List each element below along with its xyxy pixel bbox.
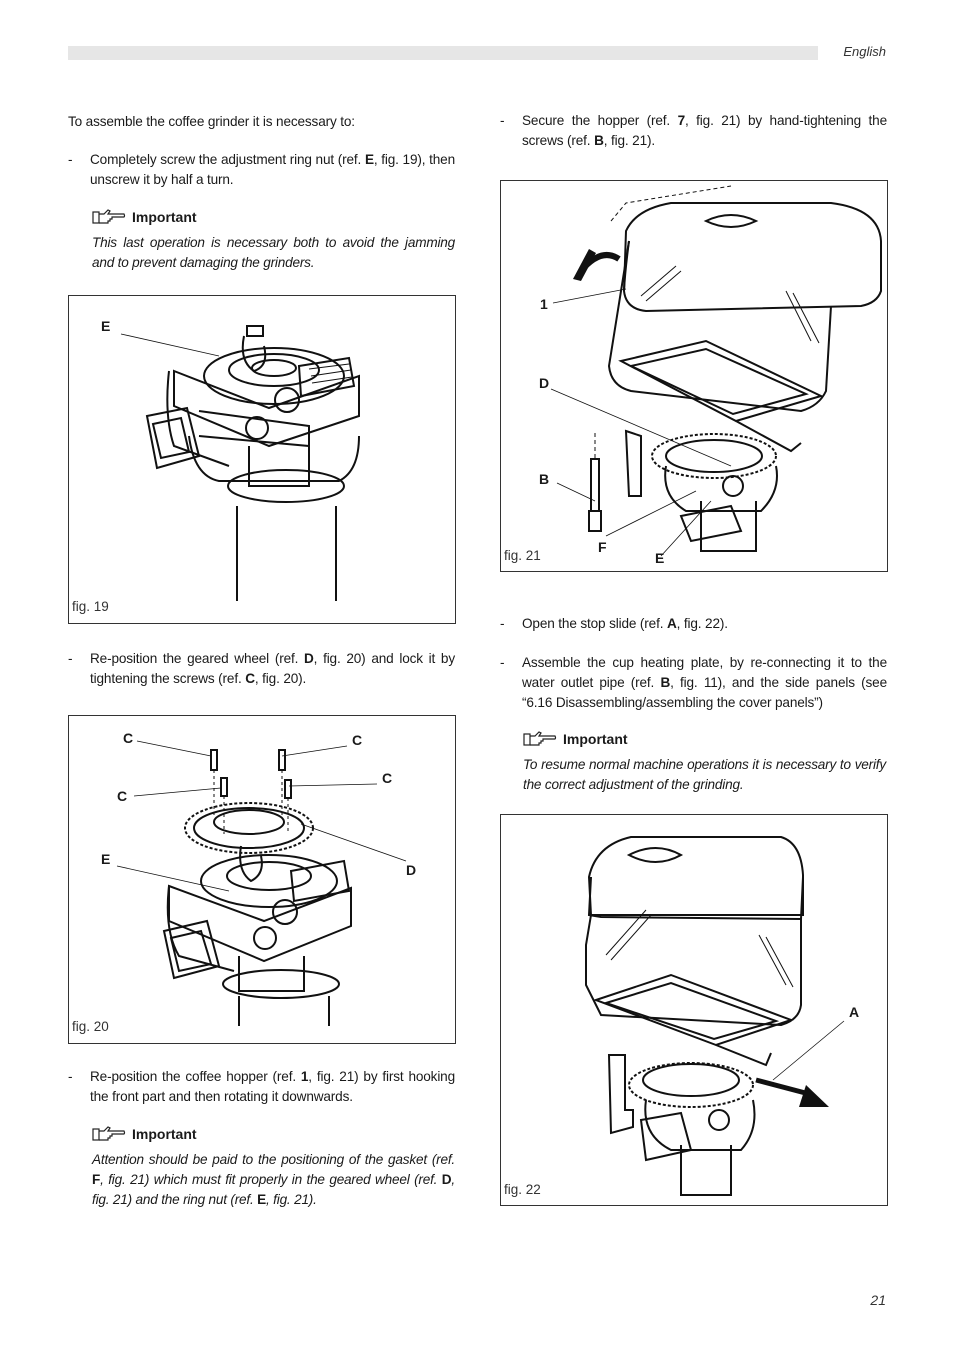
pointing-hand-icon (92, 1126, 126, 1141)
bullet-dash: - (500, 113, 505, 128)
pointing-hand-icon (523, 731, 557, 746)
important-heading: Important (523, 731, 628, 747)
important-heading: Important (92, 209, 197, 225)
callout-b: B (539, 471, 550, 487)
figure-19: E fig. 19 (68, 295, 456, 624)
language-label: English (843, 44, 886, 59)
callout-c-right: C (382, 770, 393, 786)
callout-c-top-right: C (352, 732, 363, 748)
callout-a: A (849, 1004, 860, 1020)
callout-e: E (101, 318, 111, 334)
callout-c-left: C (117, 788, 128, 804)
important-heading: Important (92, 1126, 197, 1142)
step-reposition-hopper: - Re-position the coffee hopper (ref. 1,… (68, 1069, 456, 1104)
important-note-gasket: Attention should be paid to the position… (92, 1152, 455, 1207)
step-reposition-geared-wheel: - Re-position the geared wheel (ref. D, … (68, 651, 455, 686)
step-open-stop-slide: - Open the stop slide (ref. A, fig. 22). (500, 614, 887, 634)
bullet-dash: - (68, 1069, 73, 1084)
figure-22: A fig. 22 (500, 814, 888, 1206)
bullet-dash: - (500, 616, 505, 631)
figure-22-label: fig. 22 (504, 1182, 541, 1197)
header-bar (68, 46, 818, 60)
callout-e: E (101, 851, 111, 867)
callout-d: D (539, 375, 550, 391)
bullet-dash: - (500, 655, 505, 670)
callout-f: F (598, 539, 607, 555)
figure-19-label: fig. 19 (72, 599, 109, 614)
stop-slide-illustration (585, 836, 845, 1196)
bullet-dash: - (68, 152, 73, 167)
step-assemble-cup-heating-plate: - Assemble the cup heating plate, by re-… (500, 655, 887, 710)
important-note-jamming: This last operation is necessary both to… (92, 235, 455, 270)
callout-1: 1 (540, 296, 548, 312)
hopper-assembly-illustration (550, 185, 882, 557)
pointing-hand-icon (92, 209, 126, 224)
geared-wheel-screws-illustration (116, 740, 407, 1026)
step-screw-ring-nut: - Completely screw the adjustment ring n… (68, 152, 455, 187)
important-note-grinding: To resume normal machine operations it i… (523, 757, 886, 792)
figure-20: C C C C E D fig. 20 (68, 715, 456, 1044)
callout-d: D (406, 862, 417, 878)
callout-c-top-left: C (123, 730, 134, 746)
figure-21: 1 D B F E fig. 21 (500, 180, 888, 572)
figure-21-label: fig. 21 (504, 548, 541, 563)
bullet-dash: - (68, 651, 73, 666)
intro-text: To assemble the coffee grinder it is nec… (68, 114, 355, 129)
step-secure-hopper: - Secure the hopper (ref. 7, fig. 21) by… (500, 113, 887, 148)
figure-20-label: fig. 20 (72, 1019, 109, 1034)
grinder-ring-nut-illustration (120, 325, 360, 601)
callout-e: E (655, 550, 665, 566)
page-number: 21 (870, 1292, 886, 1308)
